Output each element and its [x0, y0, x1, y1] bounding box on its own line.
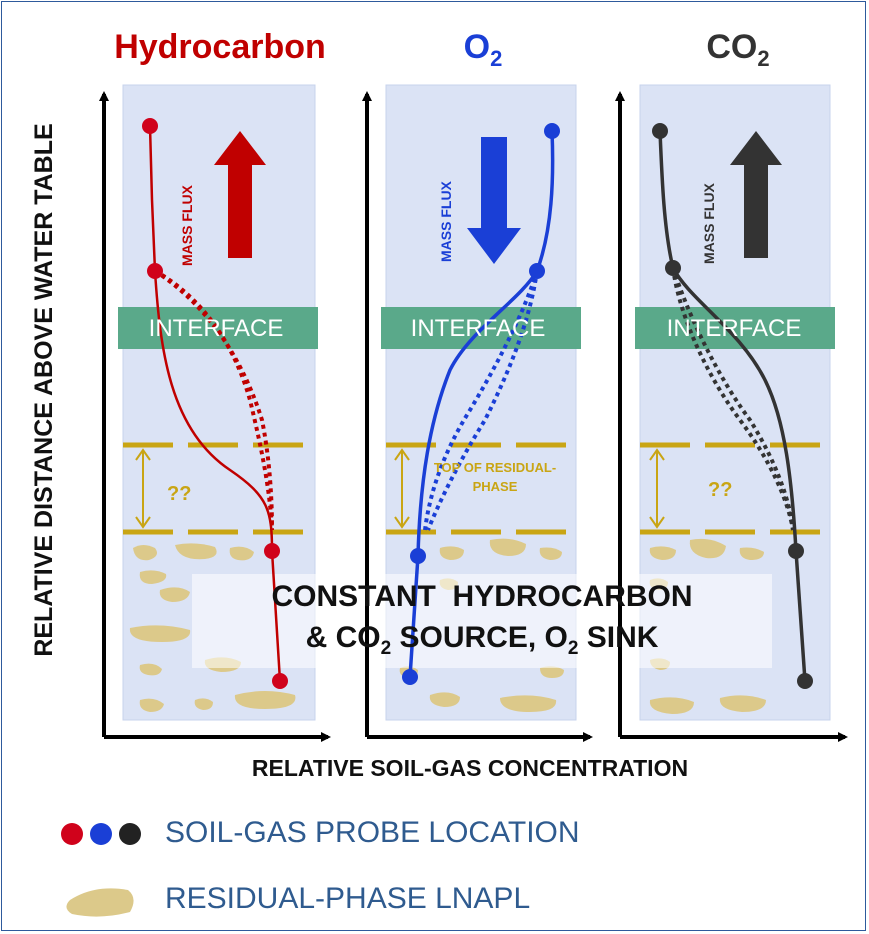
legend-probe-dots — [61, 823, 141, 845]
center-banner-bg — [192, 574, 772, 668]
lnapl-blob — [139, 663, 162, 676]
lnapl-blob — [129, 625, 191, 642]
legend-blue-dot — [90, 823, 112, 845]
mass-flux-label-co2: MASS FLUX — [701, 182, 717, 264]
co2-alt-profile-2 — [671, 267, 795, 531]
zone-arrows — [135, 448, 665, 529]
interface-labels: INTERFACE INTERFACE INTERFACE — [149, 315, 802, 342]
lnapl-blob — [539, 547, 562, 560]
co2-probe — [797, 673, 813, 689]
residual-top-label-line1: TOP OF RESIDUAL- — [434, 460, 556, 475]
mass-flux-label-o2: MASS FLUX — [438, 180, 454, 262]
unknown-labels: ?? ?? — [167, 479, 732, 505]
lnapl-blob — [139, 570, 167, 584]
lnapl-blob — [429, 692, 460, 707]
mass-flux-up-arrow-hydrocarbon — [214, 131, 266, 258]
lnapl-blob — [234, 691, 296, 709]
lnapl-blob — [689, 538, 726, 559]
mass-flux-arrows — [214, 131, 782, 264]
panel-title-hydrocarbon: Hydrocarbon — [114, 28, 326, 66]
lnapl-blob — [649, 546, 676, 560]
interface-label: INTERFACE — [149, 315, 284, 342]
lnapl-blob — [540, 666, 564, 678]
legend-probe-label: SOIL-GAS PROBE LOCATION — [165, 816, 580, 849]
panel-title-co2: CO2 — [706, 28, 769, 71]
o2-probe — [402, 669, 418, 685]
lnapl-blob — [439, 546, 464, 560]
o2-profile-curve — [408, 130, 555, 678]
center-banner-line2: & CO2 SOURCE, O2 SINK — [306, 621, 659, 659]
lnapl-blob — [194, 698, 213, 710]
interface-bar-hydrocarbon — [118, 307, 318, 349]
mass-flux-label-hydrocarbon: MASS FLUX — [179, 184, 195, 266]
co2-profile-curve — [658, 130, 807, 682]
panel-title-o2: O2 — [464, 28, 503, 71]
co2-probe — [652, 123, 668, 139]
lnapl-blob — [649, 697, 694, 714]
lnapl-blob — [139, 698, 164, 712]
residual-top-label-line2: PHASE — [473, 479, 518, 494]
interface-label: INTERFACE — [667, 315, 802, 342]
lnapl-blob — [229, 546, 254, 561]
lnapl-blob — [133, 545, 157, 561]
legend-red-dot — [61, 823, 83, 845]
lnapl-blob — [500, 695, 557, 712]
hydrocarbon-probe — [147, 263, 163, 279]
hydrocarbon-alt-profile-2 — [153, 269, 274, 531]
co2-probe — [665, 260, 681, 276]
mass-flux-down-arrow-o2 — [467, 137, 521, 264]
probe-points — [142, 118, 813, 689]
interface-label: INTERFACE — [411, 315, 546, 342]
lnapl-blob — [739, 547, 764, 560]
x-axis-label: RELATIVE SOIL-GAS CONCENTRATION — [252, 755, 688, 781]
lnapl-blob — [175, 543, 217, 560]
lnapl-blob — [489, 538, 526, 556]
legend-lnapl-label: RESIDUAL-PHASE LNAPL — [165, 882, 531, 915]
o2-probe — [529, 263, 545, 279]
axes — [99, 91, 848, 742]
lnapl-blob — [719, 695, 766, 712]
hydrocarbon-probe — [272, 673, 288, 689]
o2-alt-profile-1 — [423, 270, 539, 531]
residual-top-label: TOP OF RESIDUAL- PHASE — [434, 460, 556, 494]
unknown-label: ?? — [167, 483, 191, 505]
unknown-label: ?? — [708, 479, 732, 501]
mass-flux-up-arrow-co2 — [730, 131, 782, 258]
interface-bars — [118, 307, 835, 349]
lnapl-blob — [159, 587, 190, 602]
interface-bar-co2 — [635, 307, 835, 349]
legend-lnapl-blob — [66, 888, 134, 917]
co2-probe — [788, 543, 804, 559]
y-axis-label: RELATIVE DISTANCE ABOVE WATER TABLE — [30, 123, 58, 656]
mass-flux-labels: MASS FLUX MASS FLUX MASS FLUX — [179, 180, 717, 266]
center-banner-line1: CONSTANT HYDROCARBON — [271, 580, 692, 613]
hydrocarbon-probe — [264, 543, 280, 559]
legend-black-dot — [119, 823, 141, 845]
curves — [148, 125, 807, 682]
o2-probe — [544, 123, 560, 139]
hydrocarbon-probe — [142, 118, 158, 134]
o2-probe — [410, 548, 426, 564]
